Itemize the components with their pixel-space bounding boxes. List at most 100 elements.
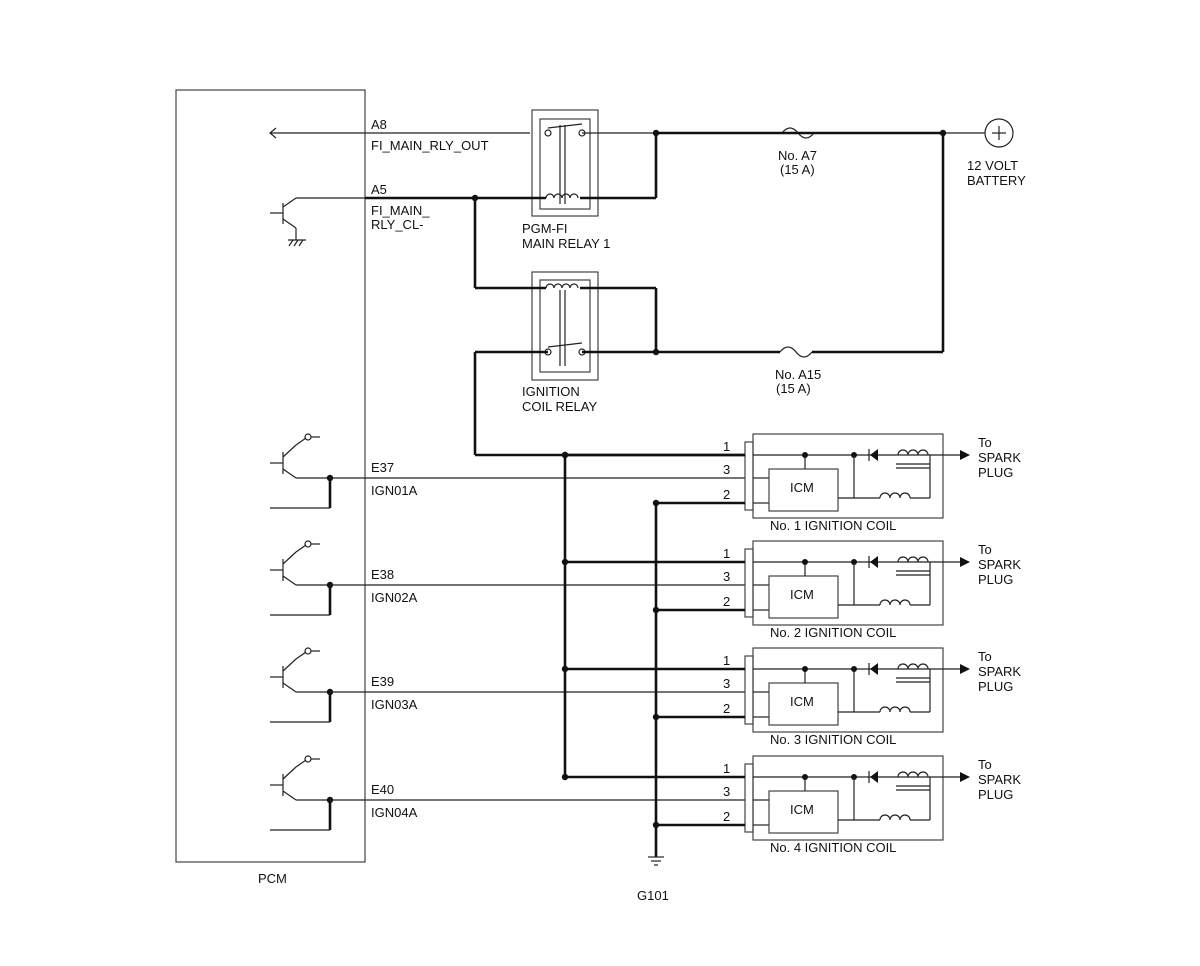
coil-pin-label: 1 [723, 761, 730, 776]
to-spark-plug-2: SPARK [978, 772, 1021, 787]
coil-relay-label-1: IGNITION [522, 384, 580, 399]
fuse-a15-symbol [779, 346, 813, 358]
icm-label: ICM [790, 694, 814, 709]
pcm-box [175, 89, 366, 863]
to-spark-plug-2: SPARK [978, 450, 1021, 465]
secondary-coil-icon [897, 449, 929, 456]
coil-pin-label: 2 [723, 809, 730, 824]
coil-box [752, 433, 944, 519]
to-spark-plug-3: PLUG [978, 679, 1013, 694]
pin-a5-signal-line2: RLY_CL- [371, 217, 424, 232]
pin-e37-signal: IGN01A [371, 483, 418, 498]
coil-pin-label: 1 [723, 546, 730, 561]
pin-e38-label: E38 [371, 567, 394, 582]
battery-label-1: 12 VOLT [967, 158, 1018, 173]
coil-pin-label: 1 [723, 653, 730, 668]
ignition-coil-relay: IGNITION COIL RELAY [522, 271, 599, 414]
spark-output-arrow-icon [960, 664, 970, 674]
icm-label: ICM [790, 480, 814, 495]
icm-module [768, 790, 839, 834]
ground-label: G101 [637, 888, 669, 903]
coil-pin-label: 3 [723, 784, 730, 799]
icm-module [768, 682, 839, 726]
pcm-pin-a8: A8 FI_MAIN_RLY_OUT [269, 117, 530, 153]
to-spark-plug-2: SPARK [978, 557, 1021, 572]
fuse-a15-rating: (15 A) [776, 381, 811, 396]
pgm-fi-main-relay: PGM-FI MAIN RELAY 1 [522, 109, 610, 251]
pin-e38-signal: IGN02A [371, 590, 418, 605]
secondary-coil-icon [897, 663, 929, 670]
icm-label: ICM [790, 587, 814, 602]
primary-coil-icon [879, 706, 911, 713]
pin-e40-label: E40 [371, 782, 394, 797]
to-spark-plug-1: To [978, 542, 992, 557]
coil-pin-label: 3 [723, 676, 730, 691]
to-spark-plug-3: PLUG [978, 465, 1013, 480]
coil-pin-label: 2 [723, 594, 730, 609]
to-spark-plug-3: PLUG [978, 572, 1013, 587]
icm-module [768, 468, 839, 512]
coil-pin-label: 3 [723, 569, 730, 584]
pin-a5-signal: FI_MAIN_ [371, 203, 430, 218]
coil-connector [744, 548, 754, 618]
coil-label: No. 2 IGNITION COIL [770, 625, 896, 640]
coil-box [752, 647, 944, 733]
pin-a8-signal: FI_MAIN_RLY_OUT [371, 138, 489, 153]
coil-pin-label: 2 [723, 701, 730, 716]
spark-output-arrow-icon [960, 772, 970, 782]
coil-connector [744, 763, 754, 833]
pin-a8-label: A8 [371, 117, 387, 132]
coil-label: No. 4 IGNITION COIL [770, 840, 896, 855]
diode-icon [870, 771, 878, 783]
battery-label-2: BATTERY [967, 173, 1026, 188]
pin-e39-label: E39 [371, 674, 394, 689]
coil-relay-label-2: COIL RELAY [522, 399, 597, 414]
coil-connector [744, 655, 754, 725]
main-relay-label-2: MAIN RELAY 1 [522, 236, 610, 251]
fuse-a15-name: No. A15 [775, 367, 821, 382]
fuse-a15: No. A15 (15 A) [775, 367, 821, 396]
pcm-label: PCM [258, 871, 287, 886]
coil-pin-label: 1 [723, 439, 730, 454]
pin-e40-signal: IGN04A [371, 805, 418, 820]
diode-icon [870, 663, 878, 675]
primary-coil-icon [879, 492, 911, 499]
pin-a5-label: A5 [371, 182, 387, 197]
to-spark-plug-2: SPARK [978, 664, 1021, 679]
icm-label: ICM [790, 802, 814, 817]
fuse-a7: No. A7 (15 A) [778, 148, 817, 177]
coil-connector [744, 441, 754, 511]
spark-output-arrow-icon [960, 450, 970, 460]
to-spark-plug-1: To [978, 649, 992, 664]
to-spark-plug-3: PLUG [978, 787, 1013, 802]
power-wiring [365, 127, 985, 776]
battery: 12 VOLT BATTERY [967, 118, 1026, 188]
primary-coil-icon [879, 814, 911, 821]
to-spark-plug-1: To [978, 757, 992, 772]
fuse-a7-name: No. A7 [778, 148, 817, 163]
coil-box [752, 755, 944, 841]
battery-icon [984, 118, 1014, 148]
coil-label: No. 1 IGNITION COIL [770, 518, 896, 533]
coil-box [752, 540, 944, 626]
spark-output-arrow-icon [960, 557, 970, 567]
fuse-a7-rating: (15 A) [780, 162, 815, 177]
diode-icon [870, 449, 878, 461]
pcm-pin-a5: A5 FI_MAIN_ RLY_CL- [270, 182, 475, 247]
coil-pin-label: 2 [723, 487, 730, 502]
pin-e39-signal: IGN03A [371, 697, 418, 712]
coil-label: No. 3 IGNITION COIL [770, 732, 896, 747]
secondary-coil-icon [897, 556, 929, 563]
icm-module [768, 575, 839, 619]
to-spark-plug-1: To [978, 435, 992, 450]
